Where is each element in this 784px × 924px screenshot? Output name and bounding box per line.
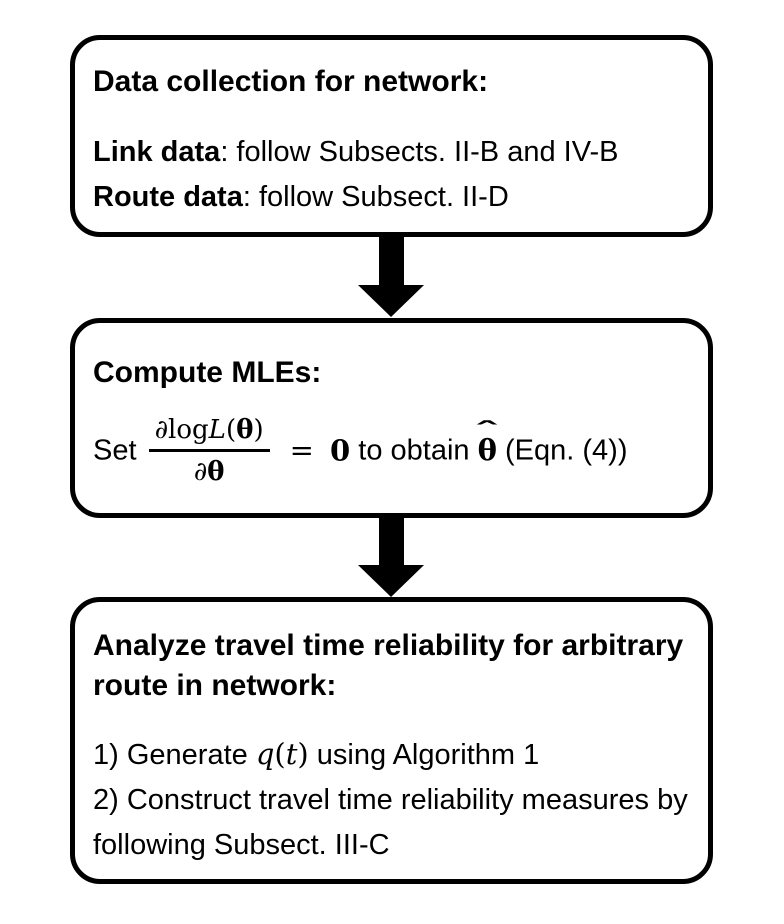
data-collection-title: Data collection for network: — [93, 65, 489, 98]
eq-denominator: ∂θ — [149, 452, 270, 489]
box-data-collection: Data collection for network: Link data: … — [70, 35, 713, 237]
equals-sign: = — [289, 433, 314, 468]
analyze-reliability-title: Analyze travel time reliability for arbi… — [93, 629, 684, 702]
route-data-label: Route data — [93, 181, 243, 213]
paren-close: ) — [297, 737, 309, 771]
paren-open: ( — [274, 737, 286, 771]
step-1-line: 1) Generate q(t) using Algorithm 1 — [93, 732, 692, 778]
log-symbol: log — [168, 414, 209, 445]
arrow-shaft — [378, 516, 404, 565]
arrow-head-icon — [358, 285, 424, 317]
eq-middle-text: to obtain — [358, 434, 470, 467]
data-collection-body: Link data: follow Subsects. II-B and IV-… — [93, 130, 692, 220]
hat-accent: ˆ — [473, 418, 502, 446]
q-symbol: q — [255, 737, 275, 771]
eq-prefix: Set — [93, 434, 137, 467]
paren-open: ( — [225, 414, 237, 445]
down-arrow-1 — [358, 236, 424, 317]
link-data-label: Link data — [93, 136, 221, 168]
eq-numerator: ∂logL(θ) — [148, 412, 270, 452]
box-compute-mles: Compute MLEs: Set ∂logL(θ)∂θ = 0 to obta… — [70, 318, 713, 518]
step-1-pre: 1) Generate — [93, 739, 248, 771]
step-1-post: using Algorithm 1 — [316, 739, 540, 771]
analyze-reliability-steps: 1) Generate q(t) using Algorithm 1 2) Co… — [93, 732, 692, 868]
theta-symbol: θ — [207, 456, 225, 487]
theta-symbol: θ — [477, 432, 497, 467]
link-data-line: Link data: follow Subsects. II-B and IV-… — [93, 130, 692, 175]
theta-symbol: θ — [236, 414, 254, 445]
arrow-head-icon — [358, 565, 424, 597]
route-data-text: : follow Subsect. II-D — [242, 181, 509, 213]
zero-vector-symbol: 0 — [330, 433, 351, 468]
route-data-line: Route data: follow Subsect. II-D — [93, 175, 692, 220]
likelihood-symbol: L — [208, 414, 226, 445]
eq-fraction: ∂logL(θ)∂θ — [148, 412, 270, 489]
partial-symbol: ∂ — [154, 414, 169, 445]
partial-symbol: ∂ — [193, 456, 208, 487]
eq-suffix: (Eqn. (4)) — [505, 434, 628, 467]
compute-mles-title: Compute MLEs: — [93, 356, 322, 389]
t-symbol: t — [285, 737, 298, 771]
step-2-line: 2) Construct travel time reliability mea… — [93, 784, 688, 861]
paren-close: ) — [253, 414, 264, 445]
arrow-shaft — [378, 236, 404, 285]
link-data-text: : follow Subsects. II-B and IV-B — [220, 136, 619, 168]
down-arrow-2 — [358, 516, 424, 597]
box-analyze-reliability: Analyze travel time reliability for arbi… — [70, 597, 713, 884]
